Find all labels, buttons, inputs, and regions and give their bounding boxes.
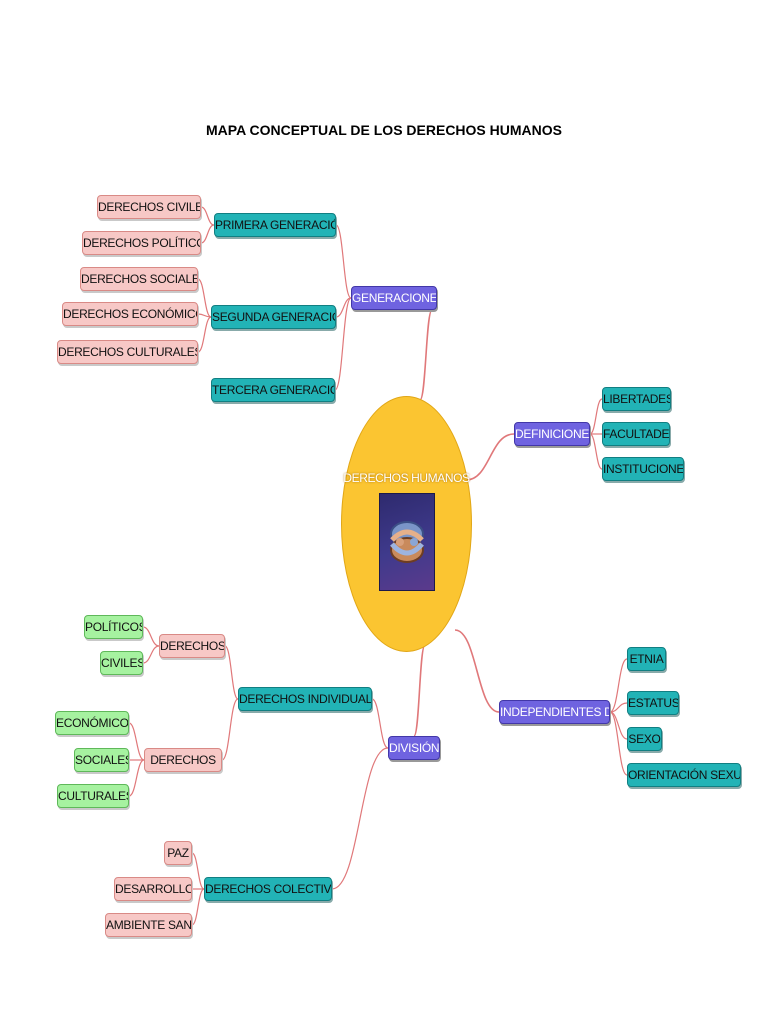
leaf-desarrollo[interactable]: DESARROLLO <box>114 877 192 901</box>
leaf-ambiente-sano[interactable]: AMBIENTE SANO <box>105 913 192 937</box>
link-segunda-sociales <box>197 278 212 318</box>
link-ind-orientacion <box>609 711 628 776</box>
link-gen-primera <box>335 224 352 299</box>
page-title: MAPA CONCEPTUAL DE LOS DERECHOS HUMANOS <box>206 122 562 138</box>
leaf-facultades[interactable]: FACULTADES <box>602 422 670 446</box>
link-primera-politicos <box>200 224 215 244</box>
link-da-civiles <box>142 645 160 664</box>
primera-generacion-node[interactable]: PRIMERA GENERACIÓN <box>214 213 336 237</box>
leaf-paz[interactable]: PAZ <box>164 841 192 865</box>
derechos-colectivos-node[interactable]: DERECHOS COLECTIVOS <box>204 877 332 901</box>
link-def-libertades <box>589 398 603 435</box>
leaf-derechos-civiles[interactable]: DERECHOS CIVILES <box>97 195 201 219</box>
independientes-de-node[interactable]: INDEPENDIENTES DE <box>499 700 610 724</box>
leaf-culturales[interactable]: CULTURALES <box>57 784 129 808</box>
link-gen-tercera <box>334 297 352 391</box>
link-primera-civiles <box>200 206 215 226</box>
central-node-label: DERECHOS HUMANOS <box>343 471 470 485</box>
leaf-derechos-politicos[interactable]: DERECHOS POLÍTICOS <box>82 231 201 255</box>
link-db-economicos <box>128 722 145 761</box>
leaf-derechos-economicos[interactable]: DERECHOS ECONÓMICOS <box>62 302 198 326</box>
tercera-generacion-node[interactable]: TERCERA GENERACIÓN <box>211 378 335 402</box>
division-node[interactable]: DIVISIÓN <box>388 736 440 760</box>
link-db-culturales <box>128 759 145 797</box>
leaf-civiles[interactable]: CIVILES <box>100 651 143 675</box>
link-center-independientes <box>454 629 500 713</box>
link-def-instituciones <box>589 433 603 470</box>
central-node[interactable]: DERECHOS HUMANOS <box>341 396 472 652</box>
link-center-definiciones <box>465 433 515 481</box>
leaf-etnia[interactable]: ETNIA <box>627 647 666 671</box>
segunda-generacion-node[interactable]: SEGUNDA GENERACIÓN <box>211 305 336 329</box>
derechos-individuales-node[interactable]: DERECHOS INDIVIDUALES <box>238 687 372 711</box>
leaf-economicos[interactable]: ECONÓMICOS <box>55 711 129 735</box>
link-center-generaciones <box>419 309 433 401</box>
link-ind-etnia <box>609 658 628 713</box>
leaf-orientacion-sexual[interactable]: ORIENTACIÓN SEXUAL <box>627 763 741 787</box>
link-indiv-derechos-a <box>224 645 239 700</box>
generaciones-node[interactable]: GENERACIONES <box>351 286 437 310</box>
link-segunda-culturales <box>197 316 212 353</box>
link-ind-estatus <box>609 702 628 713</box>
leaf-libertades[interactable]: LIBERTADES <box>602 387 671 411</box>
link-indiv-derechos-b <box>221 698 239 761</box>
leaf-estatus[interactable]: ESTATUS <box>627 691 679 715</box>
leaf-derechos-culturales[interactable]: DERECHOS CULTURALES <box>57 340 198 364</box>
definiciones-node[interactable]: DEFINICIONES <box>514 422 590 446</box>
link-center-division <box>413 644 426 737</box>
link-da-politicos <box>142 626 160 647</box>
leaf-instituciones[interactable]: INSTITUCIONES <box>602 457 684 481</box>
leaf-sexo[interactable]: SEXO <box>627 727 662 751</box>
link-col-paz <box>191 852 205 890</box>
link-div-individuales <box>371 698 389 749</box>
link-col-ambiente <box>191 888 205 926</box>
link-div-colectivos <box>331 747 389 890</box>
derechos-node-b[interactable]: DERECHOS <box>144 748 222 772</box>
clasped-hands-icon <box>379 493 435 591</box>
derechos-node-a[interactable]: DERECHOS <box>159 634 225 658</box>
leaf-politicos[interactable]: POLÍTICOS <box>84 615 143 639</box>
leaf-sociales[interactable]: SOCIALES <box>74 748 129 772</box>
leaf-derechos-sociales[interactable]: DERECHOS SOCIALES <box>80 267 198 291</box>
